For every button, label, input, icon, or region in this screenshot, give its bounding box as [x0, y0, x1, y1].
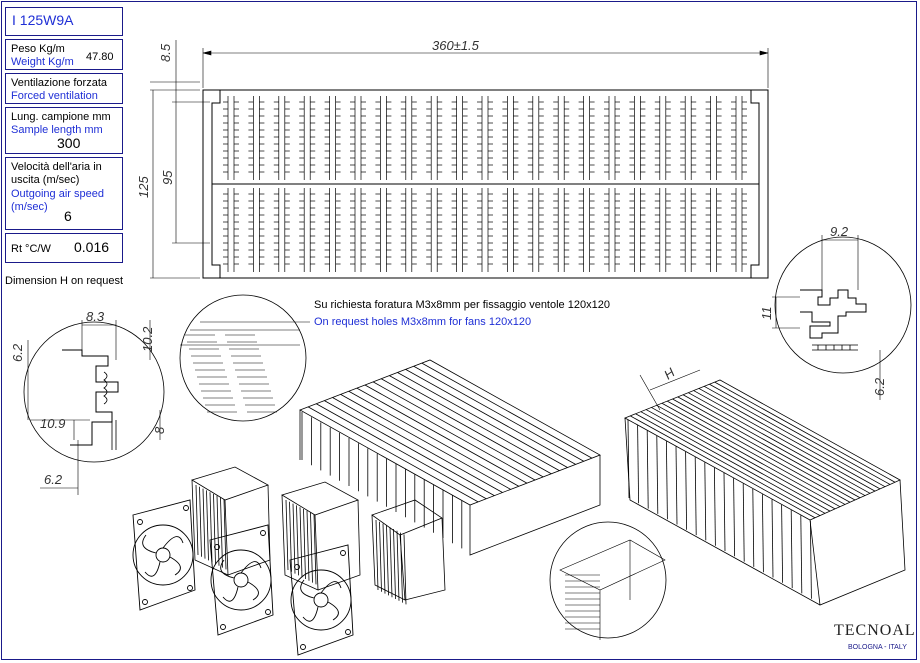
air-speed-box: Velocità dell'aria in uscita (m/sec) Out… — [5, 157, 123, 230]
heatsink-isometric-center — [299, 359, 601, 556]
ventilation-label-it: Ventilazione forzata — [11, 77, 108, 89]
rt-box: Rt °C/W 0.016 — [5, 233, 123, 263]
dim-detail-left-w2: 10.9 — [40, 416, 65, 431]
sample-box: Lung. campione mm Sample length mm 300 — [5, 107, 123, 154]
dim-detail-right-width: 9.2 — [830, 224, 849, 239]
fan-2 — [209, 524, 274, 636]
detail-fins-circle — [179, 294, 310, 422]
dim-detail-left-h1: 10.2 — [140, 326, 155, 352]
detail-right — [772, 235, 912, 400]
front-dimensions — [150, 40, 769, 279]
air-speed-label-en-2: (m/sec) — [11, 201, 48, 213]
logo-name: TECNOAL — [834, 622, 916, 639]
dimension-note: Dimension H on request — [5, 275, 124, 287]
heatsink-isometric-right — [624, 369, 906, 606]
rt-label: Rt °C/W — [11, 243, 51, 255]
heatsink-module-3 — [371, 499, 446, 605]
dim-detail-left-w3: 6.2 — [44, 472, 63, 487]
sample-value: 300 — [57, 135, 81, 151]
profile-front-view — [202, 89, 769, 279]
ventilation-label-en: Forced ventilation — [11, 90, 98, 102]
detail-left — [23, 320, 165, 495]
dim-detail-right-h1: 11 — [759, 307, 774, 321]
fan-1 — [132, 499, 196, 611]
weight-label-en: Weight Kg/m — [11, 56, 74, 68]
logo-subtitle: BOLOGNA - ITALY — [848, 644, 907, 651]
ventilation-box: Ventilazione forzata Forced ventilation — [5, 73, 123, 104]
weight-box: Peso Kg/m Weight Kg/m 47.80 — [5, 39, 123, 70]
sample-label-en: Sample length mm — [11, 124, 103, 136]
product-code: I 125W9A — [12, 12, 74, 28]
air-speed-label-en-1: Outgoing air speed — [11, 188, 104, 200]
dim-width: 360±1.5 — [432, 38, 480, 53]
air-speed-label-it-2: uscita (m/sec) — [11, 174, 80, 186]
dim-inner-height: 95 — [160, 170, 175, 185]
dim-top-offset: 8.5 — [158, 43, 173, 62]
air-speed-value: 6 — [64, 208, 72, 224]
dim-height: 125 — [136, 176, 151, 198]
weight-label-it: Peso Kg/m — [11, 43, 65, 55]
dim-detail-left-h2: 6.2 — [10, 343, 25, 362]
dim-detail-left-h3: 8 — [152, 426, 167, 434]
title-box: I 125W9A — [5, 7, 123, 36]
sample-label-it: Lung. campione mm — [11, 111, 111, 123]
dim-detail-left-w1: 8.3 — [86, 309, 105, 324]
air-speed-label-it-1: Velocità dell'aria in — [11, 161, 102, 173]
fan-note-en: On request holes M3x8mm for fans 120x120 — [314, 316, 532, 328]
rt-value: 0.016 — [74, 239, 110, 255]
heatsink-module-2 — [281, 481, 361, 591]
weight-value: 47.80 — [86, 51, 114, 63]
fan-3 — [289, 544, 354, 656]
company-logo: TECNOAL BOLOGNA - ITALY — [828, 622, 916, 656]
dim-detail-right-h2: 6.2 — [872, 377, 887, 396]
heatsink-module-1 — [191, 466, 271, 576]
fan-note-it: Su richiesta foratura M3x8mm per fissagg… — [314, 299, 610, 311]
detail-bottom-circle — [549, 521, 667, 640]
